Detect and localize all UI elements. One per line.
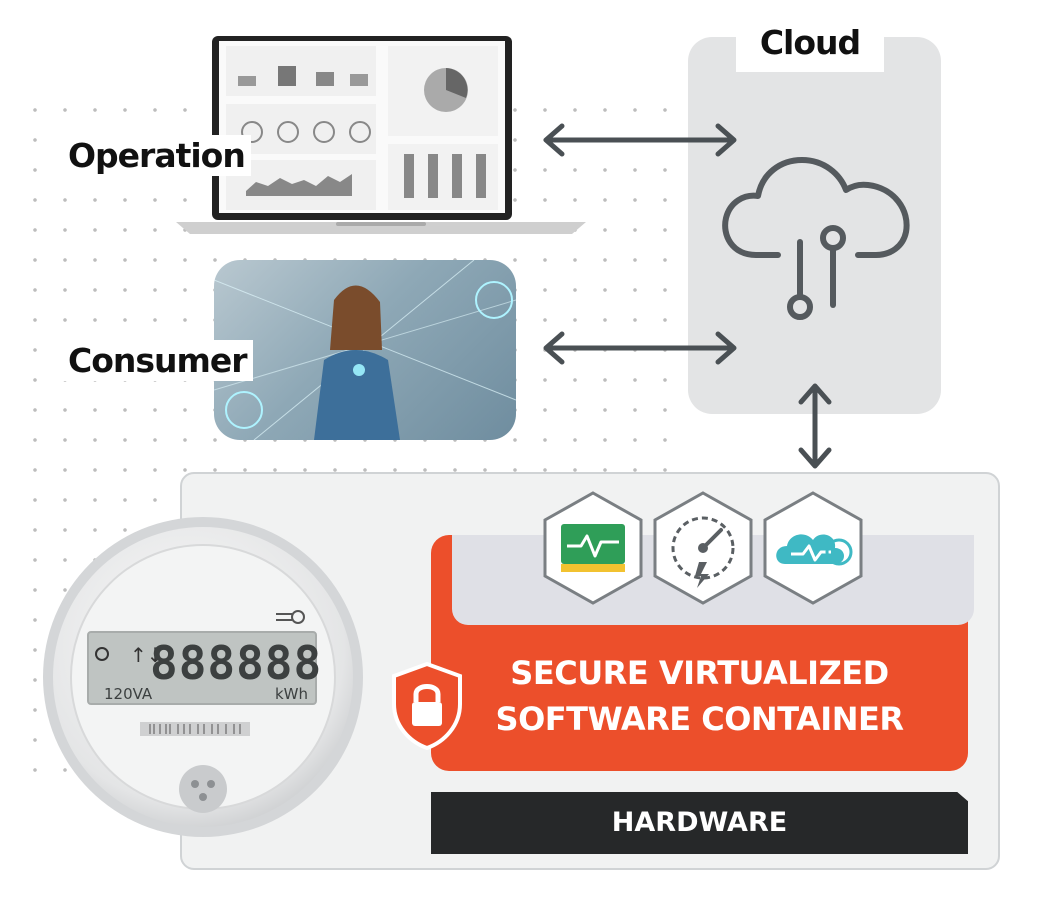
svg-text:↑↓: ↑↓ bbox=[130, 643, 164, 667]
smart-meter: ↑↓ bbox=[43, 517, 363, 837]
operation-cloud-arrow bbox=[543, 123, 737, 157]
cloud-pulse-icon bbox=[763, 491, 863, 605]
operation-dashboard-laptop bbox=[176, 36, 586, 234]
cloud-container-arrow bbox=[798, 383, 832, 469]
cloud-network-icon bbox=[722, 157, 910, 320]
hardware-bar: HARDWARE bbox=[431, 792, 968, 854]
secure-container-title: SECURE VIRTUALIZED SOFTWARE CONTAINER bbox=[431, 650, 968, 742]
gauge-icon bbox=[653, 491, 753, 605]
consumer-label: Consumer bbox=[62, 340, 253, 381]
secure-container-title-line1: SECURE VIRTUALIZED bbox=[510, 654, 889, 692]
meter-digits: 888888 bbox=[150, 636, 323, 690]
cloud-label-text: Cloud bbox=[759, 23, 861, 62]
operation-label: Operation bbox=[62, 135, 251, 176]
meter-right-unit: kWh bbox=[275, 685, 309, 703]
shield-lock-icon bbox=[392, 661, 462, 751]
cloud-label: Cloud bbox=[736, 20, 884, 72]
consumer-photo bbox=[214, 260, 516, 440]
monitor-pulse-icon bbox=[543, 491, 643, 605]
meter-left-unit: 120VA bbox=[104, 685, 153, 703]
secure-container-title-line2: SOFTWARE CONTAINER bbox=[495, 700, 904, 738]
consumer-cloud-arrow bbox=[543, 331, 737, 365]
